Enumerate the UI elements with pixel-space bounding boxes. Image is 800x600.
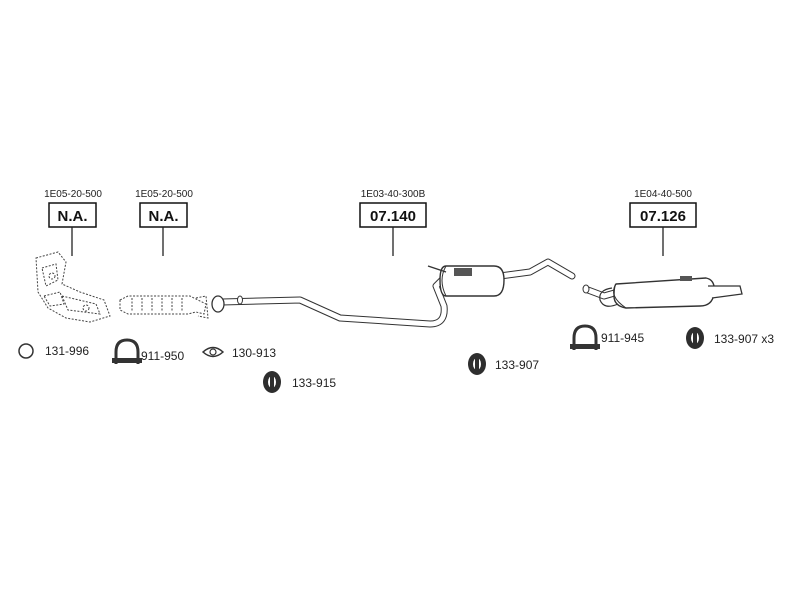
part-gasket[interactable]: 130-913 <box>201 346 276 360</box>
catalytic-converter-part <box>35 251 111 323</box>
part-rubber-hanger-x3[interactable]: 133-907 x3 <box>686 327 774 349</box>
assembly-code: 1E04-40-500 <box>634 189 692 200</box>
assembly-catalytic-converter: 1E05-20-500 N.A. <box>35 189 111 323</box>
rubber-hanger-icon <box>468 353 486 375</box>
rubber-mount-icon <box>263 371 281 393</box>
part-label: 130-913 <box>232 346 276 360</box>
part-rubber-mount[interactable]: 133-915 <box>263 371 336 393</box>
assembly-middle-pipe: 1E03-40-300B 07.140 <box>211 189 576 328</box>
part-label: 133-907 <box>495 358 539 372</box>
assembly-box-label: N.A. <box>58 208 88 225</box>
part-label: 133-915 <box>292 376 336 390</box>
assembly-code: 1E05-20-500 <box>135 189 193 200</box>
part-clamp-rear[interactable]: 911-945 <box>570 324 644 350</box>
gasket-icon <box>201 346 225 358</box>
assembly-box[interactable] <box>139 202 188 228</box>
rubber-hanger-icon <box>686 327 704 349</box>
part-rubber-hanger[interactable]: 133-907 <box>468 353 539 375</box>
assembly-code: 1E05-20-500 <box>44 189 102 200</box>
assembly-rear-silencer: 1E04-40-500 07.126 <box>582 189 743 309</box>
middle-pipe-part <box>211 258 576 328</box>
clamp-icon <box>570 324 600 350</box>
assembly-box[interactable] <box>359 202 427 228</box>
part-ring[interactable]: 131-996 <box>18 343 89 359</box>
assembly-code: 1E03-40-300B <box>361 189 426 200</box>
assembly-box-label: N.A. <box>149 208 179 225</box>
clamp-icon <box>112 338 142 364</box>
part-label: 133-907 x3 <box>714 332 774 346</box>
part-label: 911-950 <box>141 349 184 363</box>
part-label: 131-996 <box>45 344 89 358</box>
ring-icon <box>18 343 34 359</box>
rear-silencer-part <box>582 276 743 309</box>
assembly-flex-pipe: 1E05-20-500 N.A. <box>119 189 209 319</box>
assembly-box-label: 07.126 <box>640 208 686 225</box>
part-clamp-front[interactable]: 911-950 <box>112 338 184 364</box>
assembly-box-label: 07.140 <box>370 208 416 225</box>
part-label: 911-945 <box>601 331 644 345</box>
flex-pipe-part <box>119 295 209 319</box>
